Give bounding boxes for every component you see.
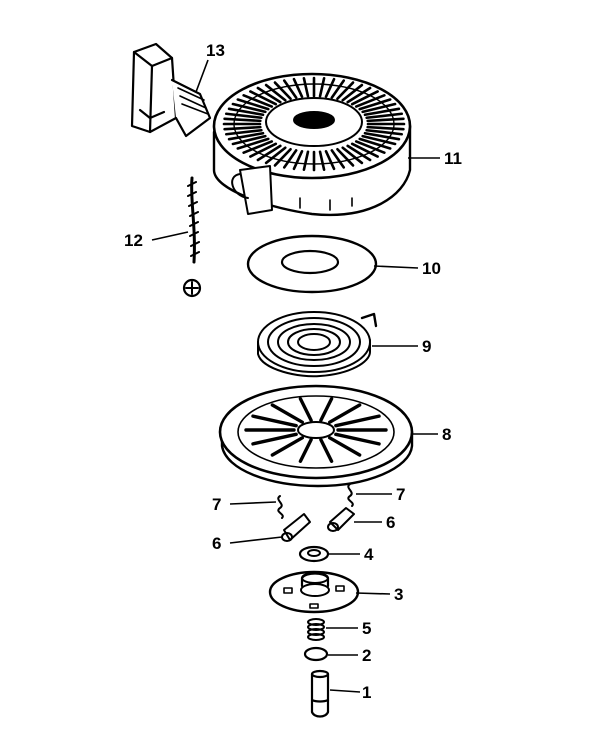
vent-slot bbox=[346, 86, 372, 104]
callout-5: 5 bbox=[362, 619, 371, 638]
vent-slot bbox=[236, 137, 270, 150]
thrust-washer bbox=[303, 646, 329, 662]
vent-slot bbox=[302, 76, 310, 98]
pulley-vane bbox=[270, 436, 304, 457]
vent-slot bbox=[354, 94, 386, 108]
vent-slot bbox=[292, 77, 304, 99]
pulley-vane bbox=[251, 432, 298, 446]
vent-slot bbox=[341, 83, 364, 102]
callout-11: 11 bbox=[444, 149, 462, 168]
retainer-washer bbox=[246, 234, 378, 294]
callout-2: 2 bbox=[362, 646, 371, 665]
small-washer bbox=[298, 545, 330, 563]
vent-slot bbox=[330, 79, 346, 99]
callout-6-right: 6 bbox=[386, 513, 395, 532]
vent-slot bbox=[318, 76, 326, 98]
vent-slot bbox=[249, 90, 278, 106]
vent-slot bbox=[223, 125, 262, 131]
pawl-spring-right bbox=[347, 483, 354, 507]
callout-labels: 13 11 12 10 9 8 7 7 6 6 4 3 5 2 1 bbox=[124, 41, 462, 702]
callout-13: 13 bbox=[206, 41, 225, 60]
vent-slot bbox=[231, 102, 267, 114]
center-spring bbox=[307, 618, 325, 641]
vent-slot bbox=[282, 79, 298, 99]
pulley-vanes bbox=[244, 397, 388, 463]
starter-housing bbox=[212, 72, 412, 217]
pulley-vane bbox=[328, 403, 362, 424]
vent-slot bbox=[363, 107, 401, 117]
vent-slot bbox=[302, 150, 310, 172]
vent-slot bbox=[358, 137, 392, 150]
vent-slot bbox=[249, 142, 278, 158]
housing-vent-slots bbox=[222, 76, 406, 172]
vent-slot bbox=[350, 142, 379, 158]
pulley-vane bbox=[319, 397, 334, 422]
pulley-vane bbox=[319, 438, 334, 463]
vent-slot bbox=[336, 81, 355, 101]
vent-slot bbox=[366, 125, 405, 131]
pulley-vane bbox=[328, 436, 362, 457]
callout-7-right: 7 bbox=[396, 485, 405, 504]
pulley-vane bbox=[334, 414, 381, 428]
vent-slot bbox=[227, 107, 265, 117]
vent-slot bbox=[223, 117, 262, 123]
recoil-spring bbox=[257, 311, 378, 378]
vent-slot bbox=[264, 146, 287, 165]
vent-slot bbox=[354, 140, 386, 154]
vent-slot bbox=[273, 147, 292, 167]
pawl-left bbox=[281, 513, 311, 542]
vent-slot bbox=[264, 83, 287, 102]
callout-9: 9 bbox=[422, 337, 431, 356]
callout-8: 8 bbox=[442, 425, 451, 444]
vent-slot bbox=[242, 94, 274, 108]
vent-slot bbox=[324, 77, 336, 99]
callout-10: 10 bbox=[422, 259, 441, 278]
pulley-vane bbox=[270, 403, 304, 424]
pulley-vane bbox=[334, 432, 381, 446]
callout-6-left: 6 bbox=[212, 534, 221, 553]
pawl-spring-left bbox=[277, 495, 284, 519]
vent-slot bbox=[324, 149, 336, 171]
vent-slot bbox=[365, 112, 404, 120]
vent-slot bbox=[256, 86, 282, 104]
callout-7-left: 7 bbox=[212, 495, 221, 514]
callout-12: 12 bbox=[124, 231, 143, 250]
vent-slot bbox=[227, 131, 265, 141]
pawl-retainer bbox=[268, 570, 360, 614]
starter-handle bbox=[130, 42, 212, 138]
vent-slot bbox=[363, 131, 401, 141]
starter-rope bbox=[182, 176, 202, 298]
pulley-vane bbox=[298, 397, 313, 422]
vent-slot bbox=[350, 90, 379, 106]
vent-slot bbox=[336, 147, 355, 167]
vent-slot bbox=[236, 98, 270, 111]
vent-slot bbox=[224, 128, 263, 136]
vent-slot bbox=[330, 149, 346, 169]
vent-slot bbox=[282, 149, 298, 169]
vent-slot bbox=[358, 98, 392, 111]
vent-slot bbox=[292, 149, 304, 171]
callout-4: 4 bbox=[364, 545, 374, 564]
pawl-right bbox=[327, 507, 355, 532]
vent-slot bbox=[224, 112, 263, 120]
callout-1: 1 bbox=[362, 683, 371, 702]
vent-slot bbox=[346, 144, 372, 162]
vent-slot bbox=[361, 102, 397, 114]
vent-slot bbox=[231, 134, 267, 146]
vent-slot bbox=[273, 81, 292, 101]
pulley-vane bbox=[251, 414, 298, 428]
pulley-vane bbox=[298, 438, 313, 463]
vent-slot bbox=[365, 128, 404, 136]
center-screw bbox=[310, 669, 330, 718]
callout-3: 3 bbox=[394, 585, 403, 604]
leader-lines bbox=[151, 59, 440, 693]
rope-pulley bbox=[218, 384, 414, 488]
vent-slot bbox=[341, 146, 364, 165]
vent-slot bbox=[318, 150, 326, 172]
vent-slot bbox=[256, 144, 282, 162]
vent-slot bbox=[361, 134, 397, 146]
vent-slot bbox=[366, 117, 405, 123]
vent-slot bbox=[242, 140, 274, 154]
